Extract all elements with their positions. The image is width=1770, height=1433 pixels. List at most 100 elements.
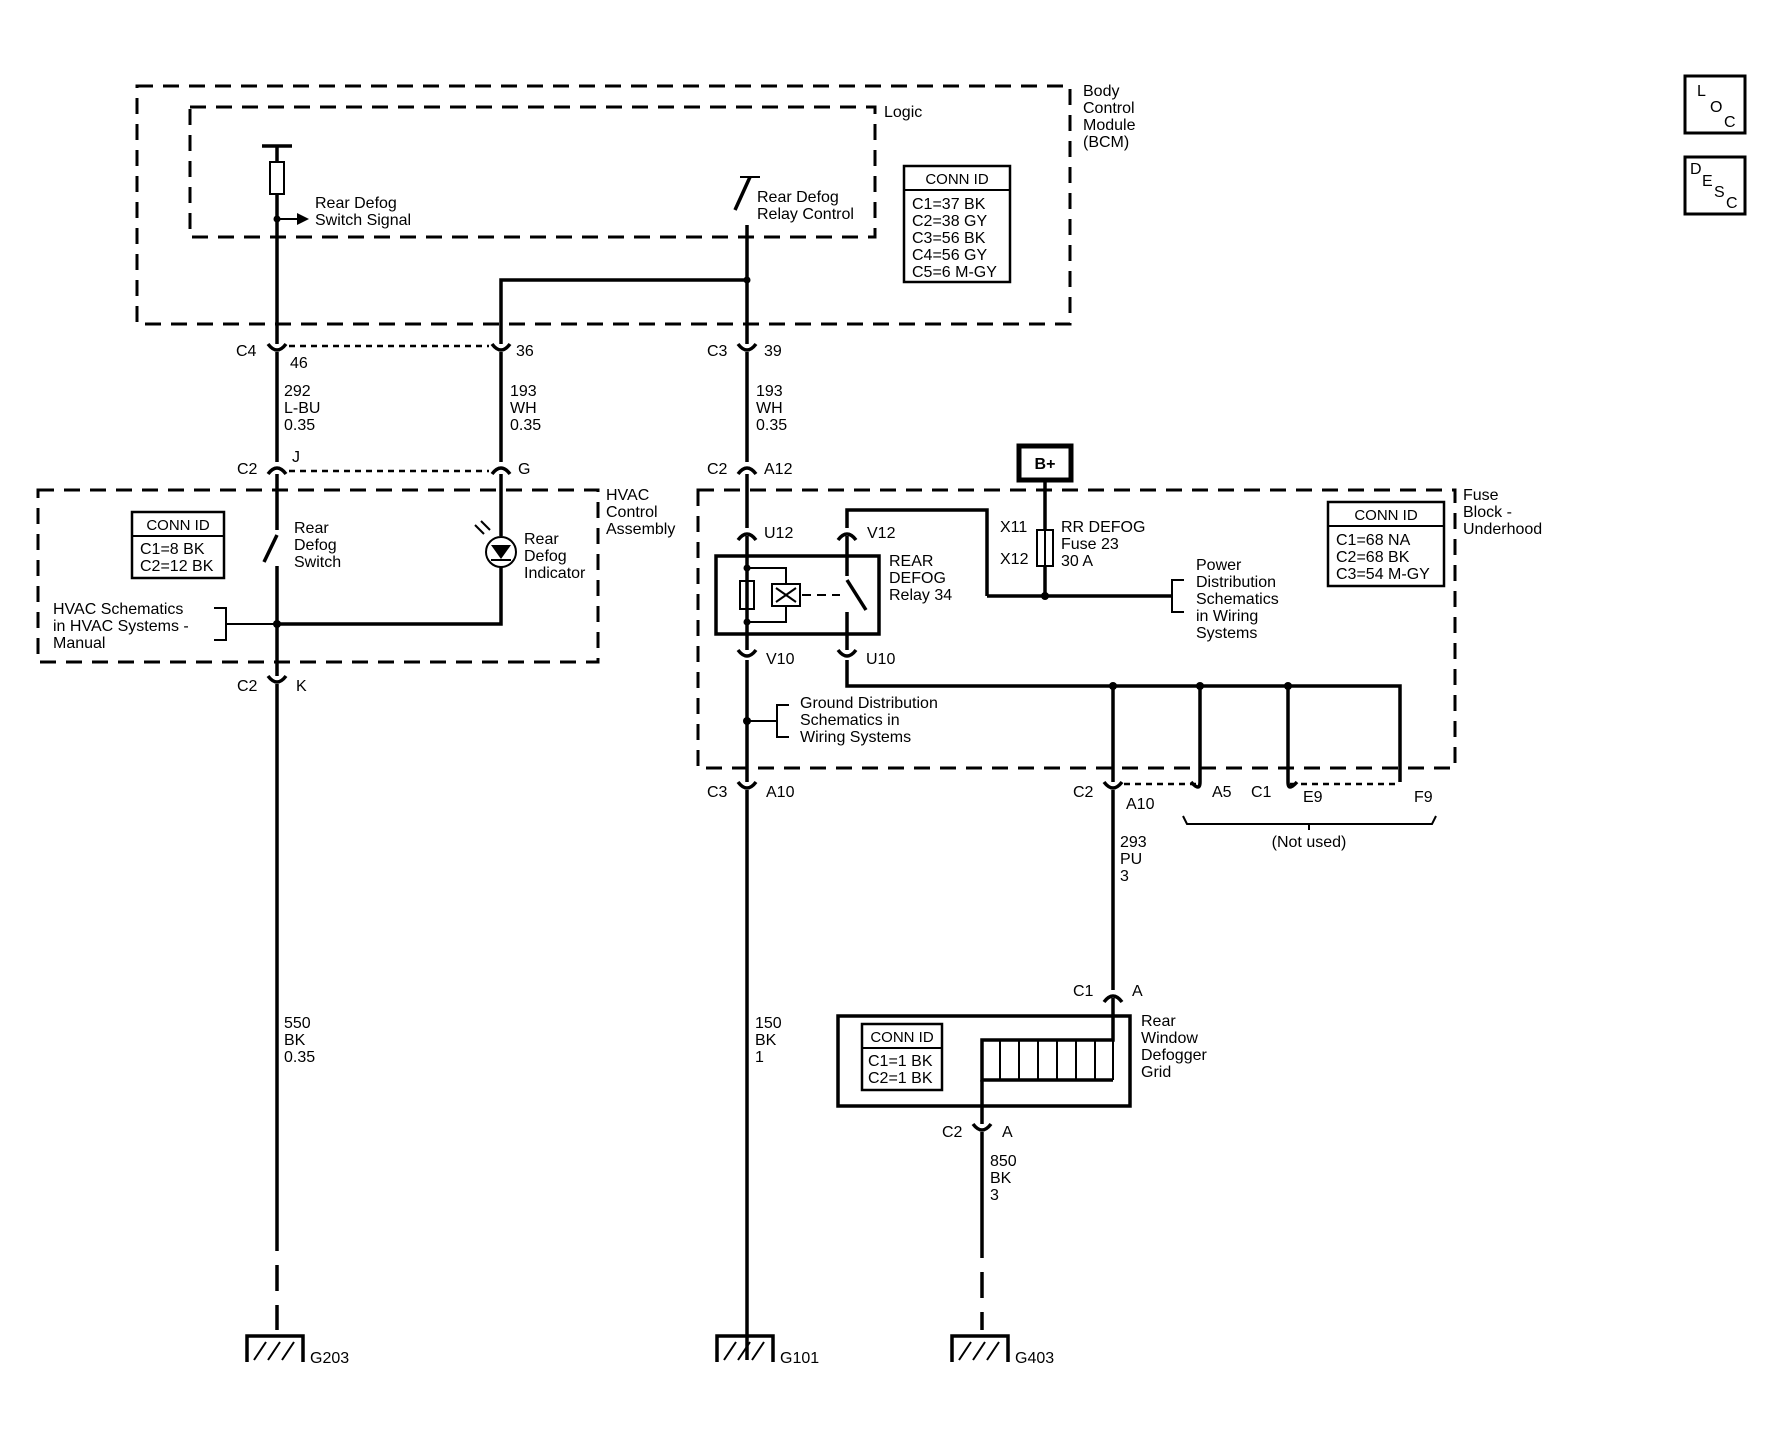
svg-text:L: L bbox=[1697, 83, 1706, 100]
pin-a5-label: A5 bbox=[1212, 784, 1232, 801]
ground-g101-label: G101 bbox=[780, 1350, 819, 1367]
ground-g203-icon bbox=[245, 1334, 305, 1362]
fuse-block-outline bbox=[696, 488, 1457, 770]
grid-conn-id: CONN ID C1=1 BK C2=1 BK bbox=[860, 1022, 944, 1092]
rear-defog-switch-icon bbox=[262, 534, 279, 563]
c3-top-label: C3 bbox=[707, 343, 728, 360]
loc-button[interactable]: L O C bbox=[1683, 74, 1747, 135]
connector-c4-36 bbox=[490, 342, 512, 368]
pin-a10b-label: A10 bbox=[1126, 796, 1155, 813]
pin-j-label: J bbox=[292, 449, 300, 466]
ground-g403-icon bbox=[950, 1334, 1010, 1362]
svg-text:C2=1 BK: C2=1 BK bbox=[868, 1070, 933, 1087]
hvac-conn-id: CONN ID C1=8 BK C2=12 BK bbox=[130, 510, 226, 580]
hvac-outline bbox=[36, 488, 600, 664]
logic-label: Logic bbox=[884, 104, 922, 121]
ground-g101-icon bbox=[715, 1334, 775, 1362]
svg-text:C2=68 BK: C2=68 BK bbox=[1336, 549, 1410, 566]
svg-text:S: S bbox=[1714, 184, 1725, 201]
svg-text:C4=56 GY: C4=56 GY bbox=[912, 247, 987, 264]
svg-text:C1=37 BK: C1=37 BK bbox=[912, 196, 986, 213]
c1-label: C1 bbox=[1251, 784, 1272, 801]
wire-v12-feed bbox=[845, 508, 989, 596]
fuse-block-conn-id: CONN ID C1=68 NA C2=68 BK C3=54 M-GY bbox=[1326, 500, 1446, 588]
svg-text:C5=6 M-GY: C5=6 M-GY bbox=[912, 264, 997, 281]
c2-a-grid-label: C2 bbox=[942, 1124, 963, 1141]
pin-x12-label: X12 bbox=[1000, 551, 1029, 568]
connector-c3-a10 bbox=[736, 780, 758, 806]
connector-c2-g bbox=[490, 456, 512, 476]
connector-c2-a12 bbox=[736, 456, 758, 476]
ground-g203-label: G203 bbox=[310, 1350, 349, 1367]
svg-text:E: E bbox=[1702, 173, 1713, 190]
pin-k-label: K bbox=[296, 678, 307, 695]
connector-c2-j bbox=[266, 456, 288, 476]
svg-text:C3=54 M-GY: C3=54 M-GY bbox=[1336, 566, 1430, 583]
connector-c2-k bbox=[266, 674, 288, 700]
ground-g403-label: G403 bbox=[1015, 1350, 1054, 1367]
pin-a10-label: A10 bbox=[766, 784, 795, 801]
c2-a10b-label: C2 bbox=[1073, 784, 1094, 801]
relay-coil-icon bbox=[739, 556, 840, 634]
wire-293-label: 293 PU 3 bbox=[1120, 834, 1151, 885]
pin-f9-label: F9 bbox=[1414, 789, 1433, 806]
connector-c2-a-grid bbox=[971, 1106, 993, 1150]
svg-text:C1=8 BK: C1=8 BK bbox=[140, 541, 205, 558]
bcm-conn-id: CONN ID C1=37 BK C2=38 GY C3=56 BK C4=56… bbox=[902, 164, 1012, 284]
connector-e9 bbox=[1286, 780, 1299, 789]
svg-text:C2=12 BK: C2=12 BK bbox=[140, 558, 214, 575]
svg-text:C3=56 BK: C3=56 BK bbox=[912, 230, 986, 247]
switch-signal-label: Rear Defog Switch Signal bbox=[315, 195, 411, 229]
c4-label: C4 bbox=[236, 343, 257, 360]
bcm-wire-to-36 bbox=[499, 278, 747, 344]
bcm-outline bbox=[135, 84, 1072, 326]
wire-193a-label: 193 WH 0.35 bbox=[510, 383, 541, 434]
connector-c1-a bbox=[1102, 994, 1124, 1016]
wire-193b-label: 193 WH 0.35 bbox=[756, 383, 787, 434]
defogger-grid-label: Rear Window Defogger Grid bbox=[1141, 1013, 1211, 1081]
ground-distribution-ref: Ground Distribution Schematics in Wiring… bbox=[800, 695, 942, 746]
relay-label: REAR DEFOG Relay 34 bbox=[889, 553, 952, 604]
rear-defog-switch-label: Rear Defog Switch bbox=[294, 520, 341, 571]
wire-150-label: 150 BK 1 bbox=[755, 1015, 786, 1066]
not-used-label: (Not used) bbox=[1272, 834, 1347, 851]
signal-arrow-icon bbox=[297, 213, 309, 225]
pin-g-label: G bbox=[518, 461, 530, 478]
c2-j-label: C2 bbox=[237, 461, 258, 478]
svg-text:CONN ID: CONN ID bbox=[146, 517, 210, 534]
c3-a10-label: C3 bbox=[707, 784, 728, 801]
pin-e9-label: E9 bbox=[1303, 789, 1323, 806]
defogger-grid-icon bbox=[980, 1016, 1115, 1106]
connector-u12 bbox=[736, 532, 758, 556]
wire-292-label: 292 L-BU 0.35 bbox=[284, 383, 325, 434]
pin-v12-label: V12 bbox=[867, 525, 896, 542]
rear-defog-indicator-label: Rear Defog Indicator bbox=[524, 531, 586, 582]
svg-text:CONN ID: CONN ID bbox=[1354, 507, 1418, 524]
hvac-ref-bracket bbox=[214, 607, 227, 641]
c2-a12-label: C2 bbox=[707, 461, 728, 478]
pin-u10-label: U10 bbox=[866, 651, 895, 668]
bcm-logic-outline bbox=[188, 105, 877, 239]
b-plus-label: B+ bbox=[1035, 456, 1056, 473]
pin-v10-label: V10 bbox=[766, 651, 795, 668]
svg-text:C: C bbox=[1726, 195, 1738, 212]
ground-dist-bracket bbox=[776, 704, 789, 738]
b-plus-box bbox=[1016, 443, 1074, 483]
indicator-led-icon bbox=[474, 520, 517, 568]
bcm-input-resistor bbox=[262, 144, 309, 344]
connector-c3-39 bbox=[736, 342, 758, 368]
power-distribution-ref: Power Distribution Schematics in Wiring … bbox=[1196, 557, 1283, 642]
pin-a-grid-label: A bbox=[1002, 1124, 1013, 1141]
relay-control-label: Rear Defog Relay Control bbox=[757, 189, 854, 223]
relay-output-bus bbox=[845, 660, 1402, 782]
svg-text:C: C bbox=[1724, 114, 1736, 131]
hvac-schematics-ref: HVAC Schematics in HVAC Systems - Manual bbox=[53, 601, 193, 652]
pin-46-label: 46 bbox=[290, 355, 308, 372]
wire-550-label: 550 BK 0.35 bbox=[284, 1015, 315, 1066]
desc-button[interactable]: D E S C bbox=[1683, 155, 1747, 216]
relay-contact-icon bbox=[845, 556, 868, 634]
c1-a-label: C1 bbox=[1073, 983, 1094, 1000]
pin-a-label: A bbox=[1132, 983, 1143, 1000]
